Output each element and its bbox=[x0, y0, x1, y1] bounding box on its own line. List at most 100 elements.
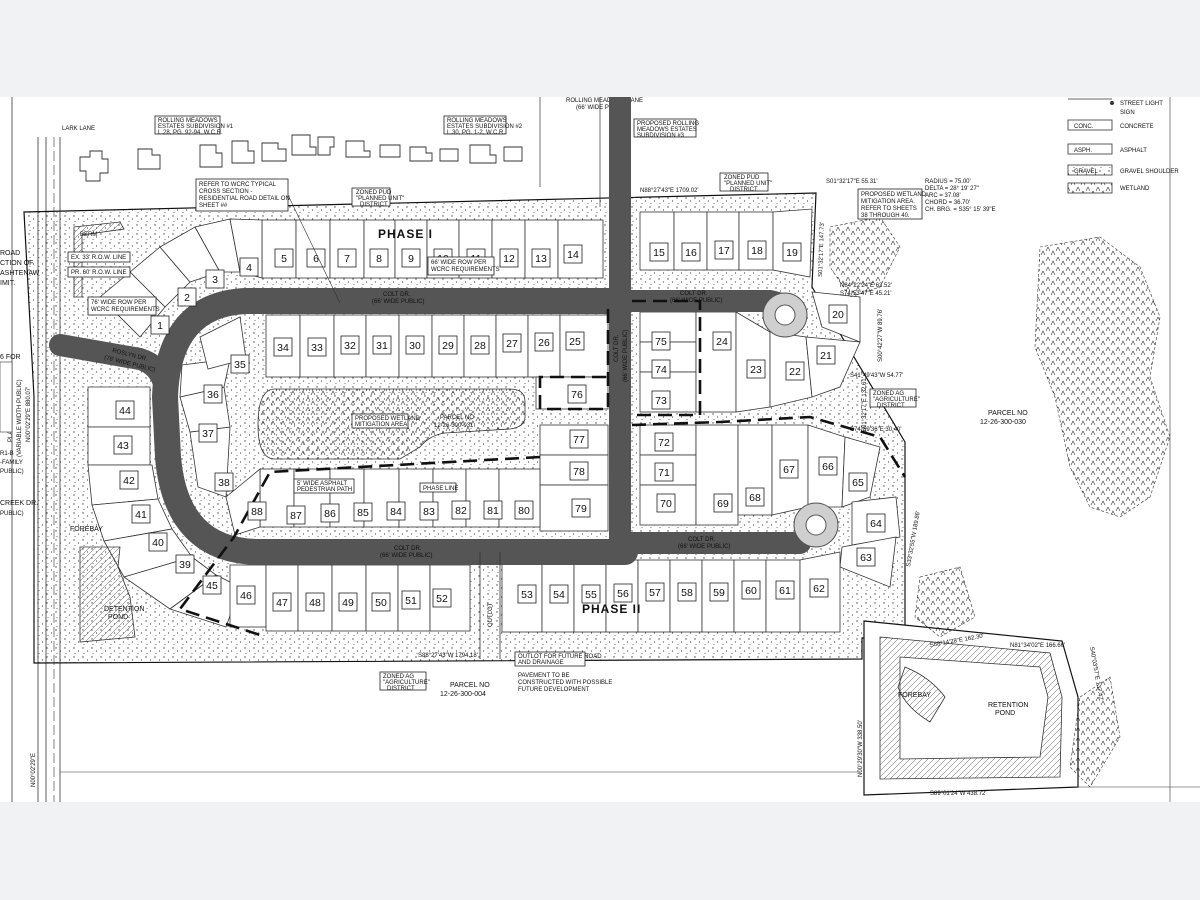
zone-ag-east-a: ZONED AG bbox=[873, 391, 904, 397]
lot-box bbox=[305, 592, 325, 612]
lot-24: 24 bbox=[712, 331, 732, 351]
lot-box bbox=[338, 592, 358, 612]
lot-number: 85 bbox=[357, 507, 369, 519]
platt-road-row: (VARIABLE WIDTH PUBLIC) bbox=[17, 379, 23, 457]
legend-gravel: GRAVEL SHOULDER bbox=[1120, 169, 1179, 175]
creek-dr-row: PUBLIC) bbox=[0, 511, 24, 517]
lot-box bbox=[651, 390, 671, 410]
wetland-ref-4: 38 THROUGH 40. bbox=[861, 213, 910, 219]
road-label-6for: 6 FOR bbox=[0, 354, 21, 361]
lot-73: 73 bbox=[651, 390, 671, 410]
forebay-east-label: FOREBAY bbox=[898, 692, 931, 699]
lot-number: 64 bbox=[870, 518, 882, 530]
parcel-east-2: 12-26-300-030 bbox=[980, 419, 1026, 426]
lot-box bbox=[746, 359, 766, 379]
parcel-south-1: PARCEL NO bbox=[450, 682, 490, 689]
wetland-ref-2: MITIGATION AREA. bbox=[861, 199, 915, 205]
labels: PHASE I PHASE II REFER TO WCRC TYPICAL C… bbox=[67, 172, 1103, 797]
lot-number: 48 bbox=[309, 597, 321, 609]
lot-box bbox=[712, 331, 732, 351]
lot-box bbox=[115, 400, 135, 420]
lot-number: 47 bbox=[276, 597, 288, 609]
lot-box bbox=[205, 269, 225, 289]
lot-42: 42 bbox=[119, 470, 139, 490]
lot-number: 23 bbox=[750, 364, 762, 376]
lot-43: 43 bbox=[113, 435, 133, 455]
lot-48: 48 bbox=[305, 592, 325, 612]
lot-box bbox=[371, 592, 391, 612]
zoning-public: PUBLIC) bbox=[0, 469, 24, 475]
pavement-note-1: PAVEMENT TO BE bbox=[518, 673, 569, 679]
retention-pond-label-2: POND bbox=[995, 710, 1015, 717]
berm-label: BERM bbox=[80, 232, 97, 238]
lot-number: 75 bbox=[655, 336, 667, 348]
wetland-mitigation-1: PROPOSED WETLAND bbox=[355, 416, 421, 422]
colt-dr-south-label: COLT DR. bbox=[394, 546, 422, 552]
colt-dr-vertical-row: (66' WIDE PUBLIC) bbox=[623, 330, 629, 383]
legend-asph-sym: ASPH. bbox=[1074, 148, 1092, 154]
parcel-wetland-2: 12-26-300-031 bbox=[434, 423, 474, 429]
lot-78: 78 bbox=[569, 461, 589, 481]
lot-box bbox=[286, 505, 306, 525]
lot-number: 83 bbox=[423, 506, 435, 518]
lot-box bbox=[502, 333, 522, 353]
lot-51: 51 bbox=[401, 590, 421, 610]
zone-pud-2-a: ZONED PUD bbox=[724, 175, 760, 181]
lot-box bbox=[785, 361, 805, 381]
detention-pond-label-1: DETENTION bbox=[104, 606, 144, 613]
lot-5: 5 bbox=[274, 248, 294, 268]
row66-note-1: 66' WIDE ROW PER bbox=[431, 260, 487, 266]
wetlands-east bbox=[829, 216, 1171, 788]
lot-21: 21 bbox=[816, 345, 836, 365]
lot-number: 28 bbox=[474, 340, 486, 352]
lot-1: 1 bbox=[150, 315, 170, 335]
lot-box bbox=[531, 248, 551, 268]
south-bearing: S88°27'43"W 1794.18' bbox=[418, 653, 478, 659]
lot-33: 33 bbox=[307, 337, 327, 357]
lot-box bbox=[432, 588, 452, 608]
lot-box bbox=[273, 337, 293, 357]
outlot-future-2: AND DRAINAGE bbox=[518, 660, 564, 666]
lot-86: 86 bbox=[320, 503, 340, 523]
lot-box bbox=[645, 582, 665, 602]
phase-2-label: PHASE II bbox=[582, 602, 641, 616]
pavement-note-3: FUTURE DEVELOPMENT bbox=[518, 687, 590, 693]
lot-56: 56 bbox=[613, 583, 633, 603]
lot-number: 63 bbox=[860, 552, 872, 564]
lot-45: 45 bbox=[202, 575, 222, 595]
lot-box bbox=[499, 248, 519, 268]
lot-60: 60 bbox=[741, 580, 761, 600]
row76-note-1: 76' WIDE ROW PER bbox=[91, 300, 147, 306]
lot-box bbox=[549, 584, 569, 604]
lot-number: 37 bbox=[202, 428, 214, 440]
lot-box bbox=[401, 248, 421, 268]
lot-box bbox=[613, 583, 633, 603]
lot-84: 84 bbox=[386, 501, 406, 521]
platt-road-bearing: N00°02'29"E 880.07' bbox=[26, 387, 32, 442]
lot-number: 50 bbox=[375, 597, 387, 609]
wetland-ref-1: PROPOSED WETLAND bbox=[861, 192, 927, 198]
creek-dr-label: CREEK DR. bbox=[0, 500, 38, 507]
lot-box bbox=[856, 547, 876, 567]
pavement-note-2: CONSTRUCTED WITH POSSIBLE bbox=[518, 680, 612, 686]
lot-box bbox=[438, 335, 458, 355]
lot-box bbox=[177, 287, 197, 307]
lot-22: 22 bbox=[785, 361, 805, 381]
lot-number: 6 bbox=[313, 253, 319, 265]
lot-36: 36 bbox=[203, 384, 223, 404]
lot-number: 41 bbox=[135, 509, 147, 521]
lot-23: 23 bbox=[746, 359, 766, 379]
lot-number: 62 bbox=[813, 583, 825, 595]
parcel-south-2: 12-26-300-004 bbox=[440, 691, 486, 698]
lot-box bbox=[214, 472, 234, 492]
lot-box bbox=[565, 331, 585, 351]
lot-41: 41 bbox=[131, 504, 151, 524]
lot-number: 8 bbox=[376, 253, 382, 265]
lots-south bbox=[229, 551, 841, 633]
rolling-meadows-lane: ROLLING MEADOWS LANE bbox=[566, 98, 643, 104]
lot-number: 57 bbox=[649, 587, 661, 599]
berm bbox=[73, 221, 125, 298]
lot-77: 77 bbox=[569, 429, 589, 449]
legend-conc-sym: CONC. bbox=[1074, 124, 1094, 130]
lot-40: 40 bbox=[148, 532, 168, 552]
